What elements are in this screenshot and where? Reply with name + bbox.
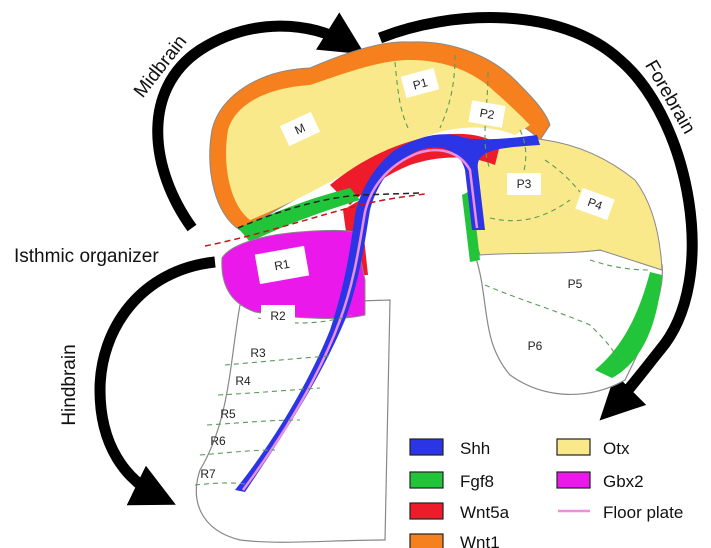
region-p3: P3 [517, 177, 532, 191]
region-r6: R6 [210, 434, 226, 448]
legend-swatch-shh [410, 439, 443, 455]
legend-swatch-otx [557, 439, 590, 455]
legend-label-wnt1: Wnt1 [460, 533, 500, 548]
legend-label-shh: Shh [460, 439, 490, 458]
legend-swatch-wnt5a [410, 503, 443, 519]
legend-swatch-wnt1 [410, 534, 443, 548]
hindbrain-body [196, 300, 390, 542]
region-r4: R4 [235, 374, 251, 388]
hindbrain-label: Hindbrain [59, 344, 80, 425]
otx-forebrain [469, 138, 662, 270]
region-r5: R5 [220, 407, 236, 421]
legend-label-gbx2: Gbx2 [603, 472, 644, 491]
region-r2: R2 [270, 309, 286, 323]
region-r1: R1 [273, 257, 291, 274]
region-p6: P6 [528, 339, 543, 353]
region-r3: R3 [250, 346, 266, 360]
legend-label-wnt5a: Wnt5a [460, 503, 510, 522]
region-r7: R7 [200, 467, 216, 481]
legend-swatch-gbx2 [557, 472, 590, 488]
region-p5: P5 [568, 277, 583, 291]
legend-label-floor-plate: Floor plate [603, 503, 683, 522]
legend-label-otx: Otx [603, 439, 630, 458]
isthmic-label: Isthmic organizer [14, 246, 159, 267]
legend-swatch-fgf8 [410, 472, 443, 488]
region-p2: P2 [479, 106, 496, 122]
hindbrain-arrow [100, 262, 215, 497]
legend: Shh Fgf8 Wnt5a Wnt1 Otx Gbx2 Floor plate [410, 439, 683, 548]
legend-label-fgf8: Fgf8 [460, 472, 494, 491]
